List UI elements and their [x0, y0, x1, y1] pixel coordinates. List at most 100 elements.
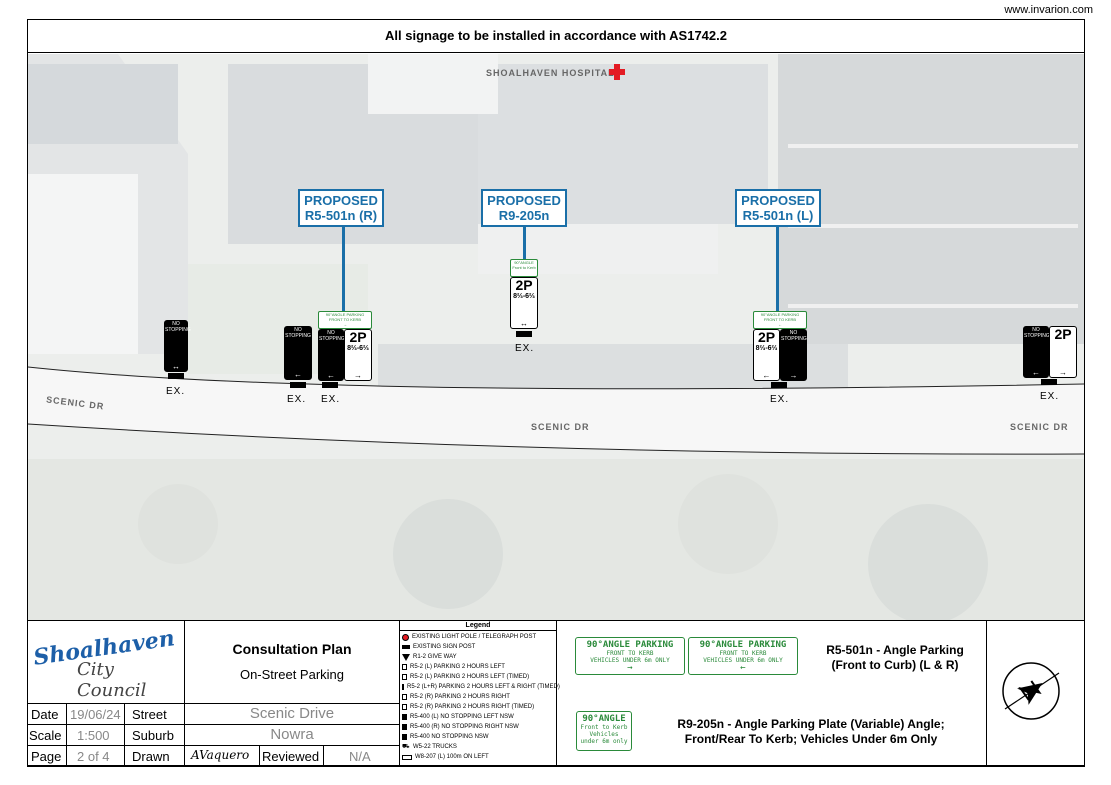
drawn-signature: AVaquero — [185, 746, 260, 767]
desc-line: R5-501n - Angle Parking — [826, 643, 964, 657]
council-logo-cell: Shoalhaven City Council — [27, 621, 185, 704]
north-arrow-icon — [1002, 662, 1060, 720]
desc-line: R9-205n - Angle Parking Plate (Variable)… — [677, 717, 945, 731]
parking-sign-icon — [402, 674, 407, 680]
legend-label: R5-2 (R) PARKING 2 HOURS RIGHT (TIMED) — [410, 704, 535, 710]
legend-item: W8-207 (L) 100m ON LEFT — [402, 752, 554, 762]
r5-description: R5-501n - Angle Parking (Front to Curb) … — [815, 643, 975, 673]
legend-label: R5-400 NO STOPPING NSW — [410, 734, 489, 740]
arrow-both-icon: ↔ — [520, 319, 528, 328]
hospital-cross-icon — [609, 64, 625, 80]
street-label: Street — [125, 704, 185, 725]
sign-2p-both[interactable]: 2P 8⅔-6⅔ ↔ — [510, 277, 538, 329]
leader-line-r5-501n-r — [342, 227, 345, 311]
legend-list: EXISTING LIGHT POLE / TELEGRAPH POST EXI… — [400, 631, 560, 763]
plate-angle-parking-left[interactable]: 90°ANGLE PARKING FRONT TO KERB ← — [753, 311, 807, 329]
plate-text: 90°ANGLE — [514, 260, 534, 265]
hospital-label: SHOALHAVEN HOSPITAL — [486, 68, 615, 78]
sign-times: 8⅔-6⅔ — [347, 345, 369, 352]
sign-2p-text: 2P — [349, 329, 367, 345]
sign-text: STOPPING — [319, 336, 345, 342]
existing-marker: EX. — [166, 386, 186, 397]
plate-text: 90°ANGLE PARKING — [586, 640, 674, 650]
sign-2p-right[interactable]: 2P 8⅔-6⅔ → — [344, 329, 372, 381]
arrow-left-icon: ← — [740, 663, 746, 673]
r5-plate-right: 90°ANGLE PARKING FRONT TO KERB VEHICLES … — [575, 637, 685, 675]
no-stopping-icon — [402, 724, 407, 730]
legend-item: R5-400 (L) NO STOPPING LEFT NSW — [402, 712, 554, 722]
road-label-scenic-dr-3: SCENIC DR — [1010, 422, 1069, 432]
legend-item: EXISTING SIGN POST — [402, 642, 554, 652]
sign-text: NO — [789, 330, 798, 336]
sign-times: 8⅔-6⅔ — [513, 293, 535, 300]
site-url[interactable]: www.invarion.com — [1004, 4, 1093, 16]
leader-line-r9-205n — [523, 227, 526, 259]
callout-line2: R5-501n (L) — [742, 208, 814, 223]
drawing-title: All signage to be installed in accordanc… — [27, 19, 1085, 53]
legend-label: R5-2 (L+R) PARKING 2 HOURS LEFT & RIGHT … — [407, 684, 560, 690]
sign-text: NO — [1032, 327, 1040, 333]
sign-post-icon — [168, 373, 184, 379]
plan-subtitle: On-Street Parking — [239, 667, 345, 682]
sign-no-stopping-2[interactable]: NO STOPPING ← — [284, 326, 312, 380]
sign-post-icon — [290, 382, 306, 388]
parking-sign-icon — [402, 684, 404, 690]
legend-panel: Legend EXISTING LIGHT POLE / TELEGRAPH P… — [400, 621, 560, 767]
north-arrow-cell — [987, 621, 1085, 767]
r5-plate-left: 90°ANGLE PARKING FRONT TO KERB VEHICLES … — [688, 637, 798, 675]
sign-text: STOPPING — [285, 333, 311, 339]
sign-times: 8⅔-6⅔ — [755, 345, 778, 352]
arrow-both-icon: ↔ — [172, 362, 180, 371]
sign-text: NO — [327, 330, 335, 336]
arrow-left-icon: ← — [327, 371, 335, 380]
legend-label: R5-2 (L) PARKING 2 HOURS LEFT (TIMED) — [410, 674, 530, 680]
no-stopping-icon — [402, 714, 407, 720]
arrow-right-icon: → — [1059, 368, 1067, 377]
arrow-left-icon: ← — [1032, 368, 1040, 377]
title-block: Shoalhaven City Council Consultation Pla… — [27, 620, 1085, 767]
plate-text: VEHICLES UNDER 6m ONLY — [590, 657, 670, 664]
arrow-left-icon: ← — [778, 322, 782, 327]
sign-2p-left[interactable]: 2P 8⅔-6⅔ ← — [753, 329, 780, 381]
sign-2p-edge[interactable]: 2P → — [1049, 326, 1077, 378]
leader-line-r5-501n-l — [776, 227, 779, 311]
page-label: Page — [27, 746, 67, 767]
legend-item: R5-2 (L) PARKING 2 HOURS LEFT — [402, 662, 554, 672]
plate-text: 90°ANGLE PARKING — [760, 312, 800, 317]
light-pole-icon — [402, 633, 409, 641]
callout-r9-205n[interactable]: PROPOSED R9-205n — [481, 189, 567, 227]
sign-2p-text: 2P — [515, 277, 533, 293]
aerial-map — [28, 54, 1084, 620]
plan-title: Consultation Plan — [232, 641, 352, 657]
legend-item: R5-2 (L+R) PARKING 2 HOURS LEFT & RIGHT … — [402, 682, 560, 692]
sign-no-stopping-5[interactable]: NO STOPPING ← — [1023, 326, 1050, 378]
sign-no-stopping-1[interactable]: NO STOPPING ↔ — [164, 320, 191, 372]
sign-text: STOPPING — [781, 336, 807, 342]
desc-line: (Front to Curb) (L & R) — [831, 658, 959, 672]
plate-text: FRONT TO KERB — [328, 317, 362, 322]
arrow-right-icon: → — [627, 663, 633, 673]
plate-text: 90°ANGLE — [582, 714, 626, 724]
sign-no-stopping-3[interactable]: NO STOPPING ← — [318, 329, 345, 381]
sign-post-icon — [516, 331, 532, 337]
arrow-left-icon: ← — [762, 371, 771, 380]
r9-description: R9-205n - Angle Parking Plate (Variable)… — [643, 717, 979, 747]
sign-no-stopping-4[interactable]: NO STOPPING → — [780, 329, 807, 381]
callout-line1: PROPOSED — [487, 193, 561, 208]
plate-angle-parking-small[interactable]: 90°ANGLE Front to Kerb — [510, 259, 538, 277]
callout-r5-501n-l[interactable]: PROPOSED R5-501n (L) — [735, 189, 821, 227]
plate-angle-parking-right[interactable]: 90°ANGLE PARKING FRONT TO KERB → — [318, 311, 372, 329]
legend-label: R1-2 GIVE WAY — [413, 654, 457, 660]
plate-text: under 6m only — [580, 738, 628, 745]
legend-label: EXISTING LIGHT POLE / TELEGRAPH POST — [412, 634, 537, 640]
plate-text: FRONT TO KERB — [763, 317, 797, 322]
legend-label: W8-207 (L) 100m ON LEFT — [415, 754, 489, 760]
legend-item: R5-2 (R) PARKING 2 HOURS RIGHT — [402, 692, 554, 702]
legend-label: R5-2 (L) PARKING 2 HOURS LEFT — [410, 664, 505, 670]
parking-sign-icon — [402, 664, 407, 670]
callout-r5-501n-r[interactable]: PROPOSED R5-501n (R) — [298, 189, 384, 227]
plate-text: Front to Kerb — [580, 724, 628, 731]
date-label: Date — [27, 704, 67, 725]
arrow-right-icon: → — [789, 371, 798, 380]
aerial-background — [28, 54, 1084, 620]
